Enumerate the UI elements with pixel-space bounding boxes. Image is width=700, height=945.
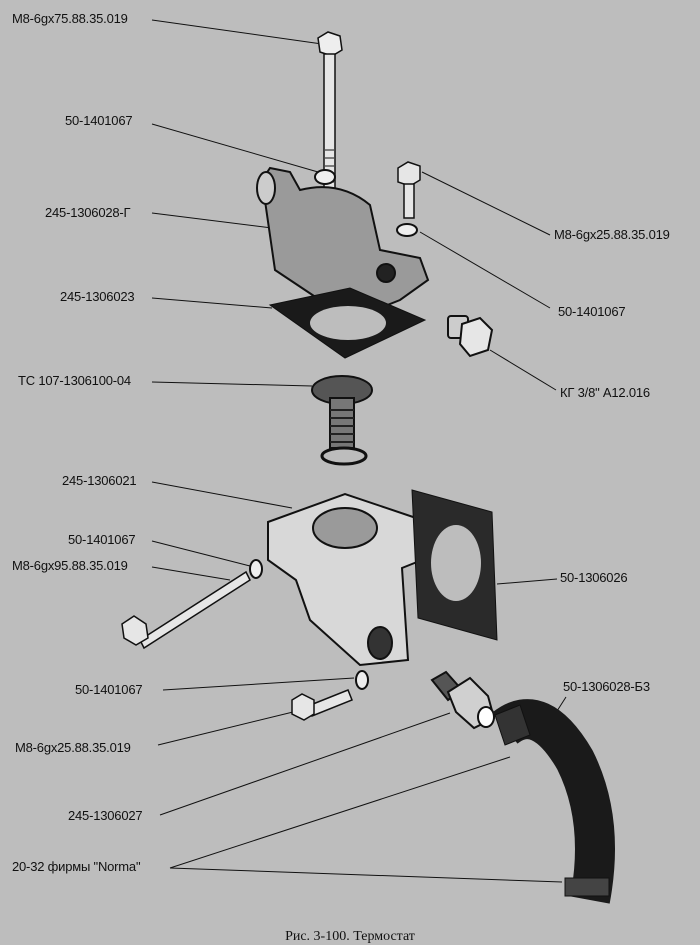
label-hose: 50-1306028-Б3 — [563, 679, 650, 694]
label-cover: 245-1306028-Г — [45, 205, 131, 220]
thermostat-housing — [267, 492, 423, 667]
thermostat — [311, 375, 373, 466]
washer-right — [396, 223, 418, 237]
washer-mid — [249, 559, 263, 579]
label-housing: 245-1306021 — [62, 473, 137, 488]
label-washer-low: 50-1401067 — [75, 682, 143, 697]
washer-low — [355, 670, 369, 690]
figure-caption: Рис. 3-100. Термостат — [285, 929, 415, 944]
hose — [492, 699, 615, 904]
bolt-long — [121, 570, 251, 650]
label-bolt-long: M8-6gx95.88.35.019 — [12, 558, 128, 573]
leader-lines — [151, 19, 567, 883]
plug — [447, 315, 494, 358]
clamp-top — [494, 704, 531, 746]
label-washer-right: 50-1401067 — [558, 304, 626, 319]
clamp-bottom — [564, 877, 610, 897]
cover-gasket-hole — [310, 306, 386, 340]
label-clamps: 20-32 фирмы "Norma" — [12, 859, 141, 874]
label-bolt-right: M8-6gx25.88.35.019 — [554, 227, 670, 242]
label-washer-mid: 50-1401067 — [68, 532, 136, 547]
label-bolt-low: M8-6gx25.88.35.019 — [15, 740, 131, 755]
label-side-gasket: 50-1306026 — [560, 570, 628, 585]
label-bolt-top: M8-6gx75.88.35.019 — [12, 11, 128, 26]
bolt-right — [397, 161, 421, 219]
fitting — [430, 670, 496, 730]
bolt-low — [291, 689, 353, 721]
washer-top — [314, 169, 336, 185]
label-fitting: 245-1306027 — [68, 808, 143, 823]
label-cover-gasket: 245-1306023 — [60, 289, 135, 304]
label-washer-top: 50-1401067 — [65, 113, 133, 128]
label-thermostat: ТС 107-1306100-04 — [18, 373, 131, 388]
label-plug: КГ 3/8" А12.016 — [560, 385, 650, 400]
side-gasket-hole — [431, 525, 481, 601]
